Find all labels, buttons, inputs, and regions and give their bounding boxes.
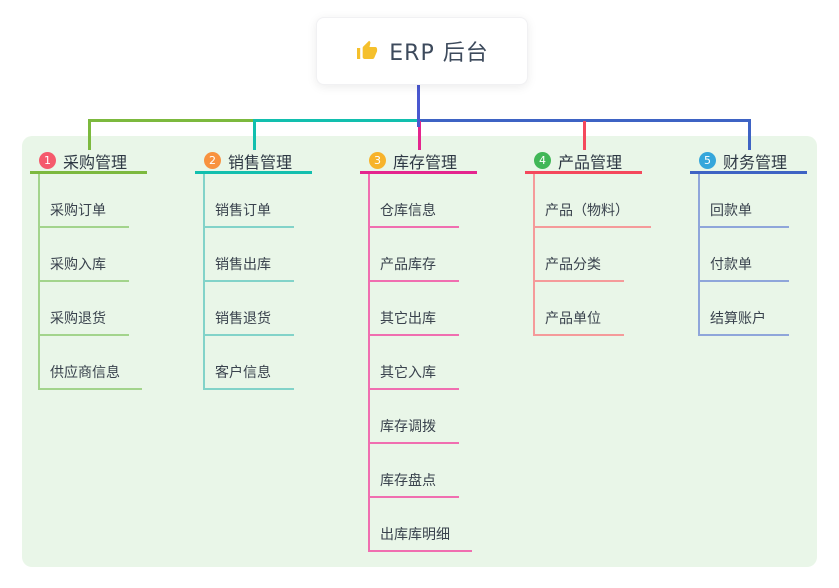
mindmap-panel [22, 136, 817, 567]
branch-drop-1 [88, 121, 91, 150]
child-node[interactable]: 其它出库 [370, 282, 459, 336]
branch-header-3[interactable]: 3 库存管理 [360, 150, 477, 174]
child-node[interactable]: 采购入库 [40, 228, 129, 282]
branch-5: 5 财务管理回款单付款单结算账户 [690, 150, 839, 336]
child-node[interactable]: 付款单 [700, 228, 789, 282]
child-node[interactable]: 仓库信息 [370, 174, 459, 228]
branch-drop-5 [748, 121, 751, 150]
root-node-label: ERP 后台 [389, 41, 489, 66]
child-node[interactable]: 回款单 [700, 174, 789, 228]
child-node[interactable]: 出库库明细 [370, 498, 472, 552]
trunk-segment-teal [253, 119, 417, 122]
child-node[interactable]: 产品（物料） [535, 174, 651, 228]
child-node[interactable]: 结算账户 [700, 282, 789, 336]
branch-children: 产品（物料）产品分类产品单位 [533, 174, 675, 336]
child-node[interactable]: 库存盘点 [370, 444, 459, 498]
child-node[interactable]: 产品分类 [535, 228, 624, 282]
root-stem [417, 83, 420, 127]
branch-2: 2 销售管理销售订单销售出库销售退货客户信息 [195, 150, 345, 390]
branch-title: 销售管理 [228, 152, 293, 172]
trunk-segment-green [88, 119, 253, 122]
child-node[interactable]: 客户信息 [205, 336, 294, 390]
branch-children: 回款单付款单结算账户 [698, 174, 839, 336]
branch-children: 仓库信息产品库存其它出库其它入库库存调拨库存盘点出库库明细 [368, 174, 510, 552]
child-node[interactable]: 供应商信息 [40, 336, 142, 390]
branch-drop-3 [418, 121, 421, 150]
root-node-erp[interactable]: ERP 后台 [316, 17, 528, 85]
branch-children: 销售订单销售出库销售退货客户信息 [203, 174, 345, 390]
branch-4: 4 产品管理产品（物料）产品分类产品单位 [525, 150, 675, 336]
branch-number-badge: 4 [534, 152, 551, 169]
branch-1: 1 采购管理采购订单采购入库采购退货供应商信息 [30, 150, 180, 390]
branch-drop-4 [583, 121, 586, 150]
branch-title: 采购管理 [63, 152, 128, 172]
branch-title: 财务管理 [723, 152, 788, 172]
child-node[interactable]: 采购退货 [40, 282, 129, 336]
branch-number-badge: 5 [699, 152, 716, 169]
branch-header-4[interactable]: 4 产品管理 [525, 150, 642, 174]
branch-drop-2 [253, 121, 256, 150]
branch-header-1[interactable]: 1 采购管理 [30, 150, 147, 174]
branch-number-badge: 2 [204, 152, 221, 169]
branch-title: 产品管理 [558, 152, 623, 172]
branch-3: 3 库存管理仓库信息产品库存其它出库其它入库库存调拨库存盘点出库库明细 [360, 150, 510, 552]
thumbs-up-icon [355, 39, 379, 63]
trunk-segment-blue [417, 119, 751, 122]
child-node[interactable]: 其它入库 [370, 336, 459, 390]
child-node[interactable]: 库存调拨 [370, 390, 459, 444]
child-node[interactable]: 销售退货 [205, 282, 294, 336]
child-node[interactable]: 销售出库 [205, 228, 294, 282]
child-node[interactable]: 销售订单 [205, 174, 294, 228]
child-node[interactable]: 产品库存 [370, 228, 459, 282]
child-node[interactable]: 产品单位 [535, 282, 624, 336]
branch-children: 采购订单采购入库采购退货供应商信息 [38, 174, 180, 390]
branch-header-5[interactable]: 5 财务管理 [690, 150, 807, 174]
branch-header-2[interactable]: 2 销售管理 [195, 150, 312, 174]
branch-number-badge: 1 [39, 152, 56, 169]
branch-title: 库存管理 [393, 152, 458, 172]
child-node[interactable]: 采购订单 [40, 174, 129, 228]
branch-number-badge: 3 [369, 152, 386, 169]
